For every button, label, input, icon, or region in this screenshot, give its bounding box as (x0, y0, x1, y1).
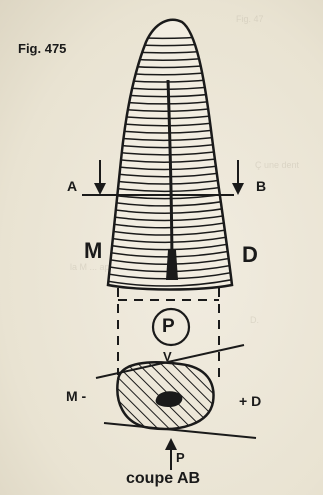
arrow-a-head (94, 183, 106, 195)
distal-label: D (242, 244, 258, 266)
pulp-label: P (162, 317, 175, 336)
cut-end-label: B (256, 179, 266, 193)
central-groove-base (166, 250, 178, 280)
distal-plus-label: + D (239, 394, 261, 408)
mesial-label: M (84, 240, 102, 262)
vestibular-label: V (163, 350, 172, 363)
mesial-minus-label: M - (66, 389, 86, 403)
arrow-b-head (232, 183, 244, 195)
palatal-label: P (176, 451, 185, 464)
cut-start-label: A (67, 179, 77, 193)
section-caption: coupe AB (126, 471, 200, 487)
figure-number: Fig. 475 (18, 42, 66, 55)
palatal-arrow-head (165, 438, 177, 450)
